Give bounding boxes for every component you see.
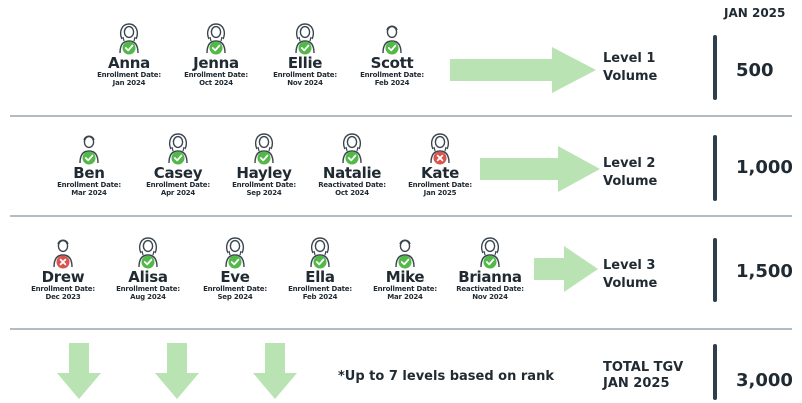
member-name: Eve	[220, 268, 250, 286]
date-value: Jan 2024	[112, 79, 146, 87]
date-label: Enrollment Date:	[184, 71, 248, 79]
date-value: Aug 2024	[130, 293, 166, 301]
active-member-icon	[103, 236, 193, 269]
member-name: Drew	[41, 268, 85, 286]
date-value: Jan 2025	[423, 189, 457, 197]
date-label: Enrollment Date:	[232, 181, 296, 189]
member-name: Casey	[153, 164, 203, 182]
row-divider	[10, 328, 792, 330]
active-member-icon	[445, 236, 535, 269]
row-divider	[10, 115, 792, 117]
date-value: Feb 2024	[374, 79, 410, 87]
active-member-icon	[44, 132, 134, 165]
level-3-divider-bar	[713, 238, 717, 302]
active-member-icon	[275, 236, 365, 269]
date-value: Apr 2024	[160, 189, 196, 197]
member-name: Jenna	[193, 54, 239, 72]
level-1-arrow-icon	[450, 47, 596, 93]
date-label: Reactivated Date:	[318, 181, 386, 189]
date-value: Mar 2024	[71, 189, 107, 197]
date-value: Nov 2024	[287, 79, 323, 87]
date-label: Enrollment Date:	[116, 285, 180, 293]
date-value: Dec 2023	[45, 293, 81, 301]
active-member-icon	[347, 22, 437, 55]
date-label: Enrollment Date:	[360, 71, 424, 79]
active-member-icon	[133, 132, 223, 165]
active-member-icon	[171, 22, 261, 55]
date-label: Enrollment Date:	[288, 285, 352, 293]
level-2-arrow-icon	[480, 146, 600, 192]
member-name: Alisa	[128, 268, 168, 286]
member-name: Ellie	[287, 54, 323, 72]
date-value: Nov 2024	[472, 293, 508, 301]
row-divider	[10, 215, 792, 217]
date-value: Oct 2024	[335, 189, 369, 197]
member-name: Natalie	[322, 164, 382, 182]
total-volume: 3,000	[736, 370, 793, 391]
date-label: Enrollment Date:	[97, 71, 161, 79]
date-value: Oct 2024	[199, 79, 233, 87]
level-1-volume: 500	[736, 60, 774, 81]
active-member-icon	[84, 22, 174, 55]
active-member-icon	[307, 132, 397, 165]
member-name: Brianna	[458, 268, 522, 286]
active-member-icon	[260, 22, 350, 55]
level-1-divider-bar	[713, 35, 717, 100]
active-member-icon	[360, 236, 450, 269]
member-name: Kate	[421, 164, 459, 182]
date-label: Enrollment Date:	[273, 71, 337, 79]
active-member-icon	[190, 236, 280, 269]
date-label: Enrollment Date:	[146, 181, 210, 189]
date-value: Sep 2024	[246, 189, 282, 197]
date-label: Enrollment Date:	[408, 181, 472, 189]
level-3-arrow-icon	[534, 246, 598, 292]
date-value: Feb 2024	[302, 293, 338, 301]
level-2-divider-bar	[713, 135, 717, 201]
total-divider-bar	[713, 344, 717, 400]
date-label: Enrollment Date:	[203, 285, 267, 293]
down-arrow-icon	[155, 343, 199, 399]
levels-note: *Up to 7 levels based on rank	[338, 369, 554, 384]
date-label: Reactivated Date:	[456, 285, 524, 293]
member-name: Ben	[73, 164, 105, 182]
down-arrow-icon	[253, 343, 297, 399]
period-header: JAN 2025	[724, 6, 786, 20]
member-name: Ella	[305, 268, 335, 286]
inactive-member-icon	[395, 132, 485, 165]
level-2-volume: 1,000	[736, 157, 793, 178]
member-name: Anna	[108, 54, 150, 72]
member-name: Scott	[370, 54, 414, 72]
inactive-member-icon	[18, 236, 108, 269]
date-label: Enrollment Date:	[31, 285, 95, 293]
date-value: Mar 2024	[387, 293, 423, 301]
member-name: Mike	[385, 268, 425, 286]
date-label: Enrollment Date:	[57, 181, 121, 189]
date-label: Enrollment Date:	[373, 285, 437, 293]
down-arrow-icon	[57, 343, 101, 399]
active-member-icon	[219, 132, 309, 165]
date-value: Sep 2024	[217, 293, 253, 301]
member-name: Hayley	[236, 164, 292, 182]
level-3-volume: 1,500	[736, 261, 793, 282]
